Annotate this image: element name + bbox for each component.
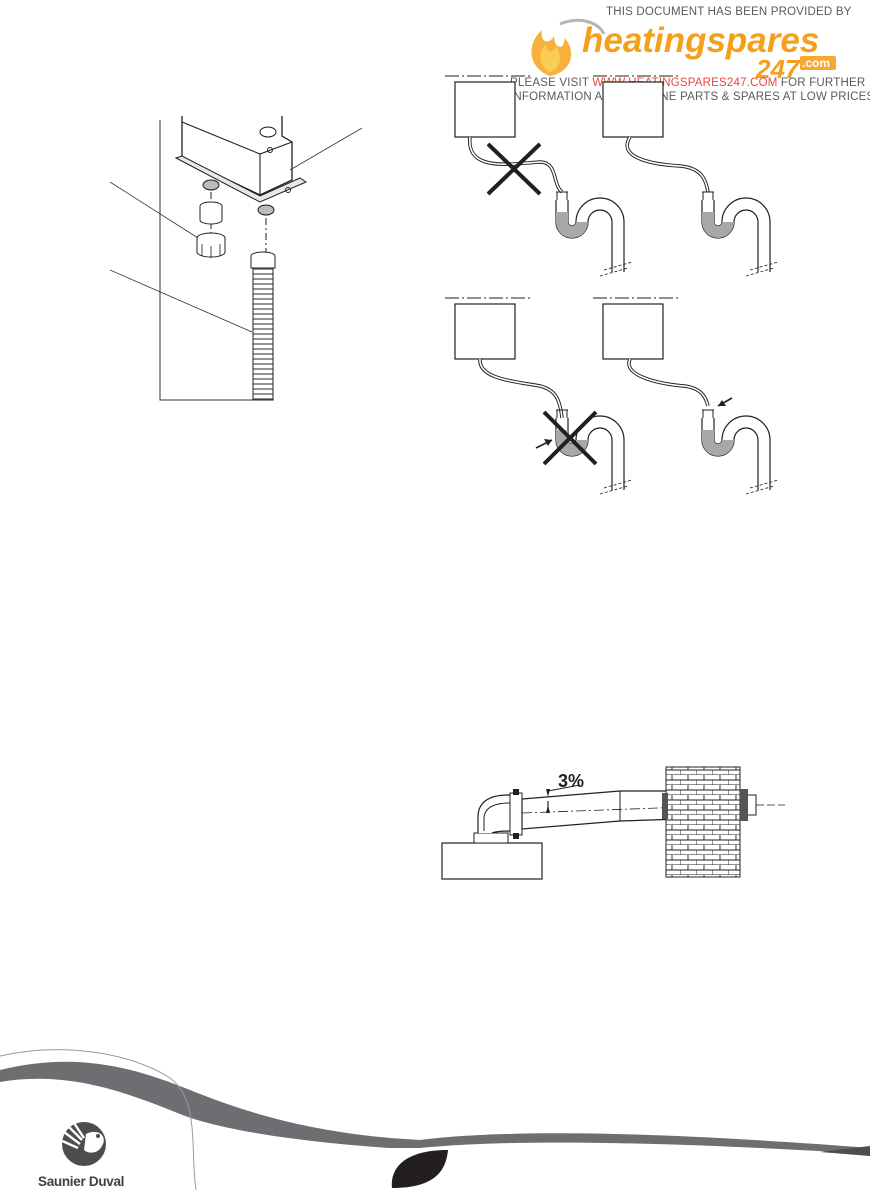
footer-swoosh bbox=[0, 1049, 870, 1191]
brand-name-text: heatingspares bbox=[582, 21, 819, 60]
slope-label: 3% bbox=[558, 771, 584, 791]
flue-slope-diagram: 3% bbox=[441, 766, 785, 880]
watermark-line-2-suffix: FOR FURTHER bbox=[780, 77, 866, 89]
boiler-outline bbox=[441, 842, 543, 880]
watermark-line-2-prefix: PLEASE VISIT bbox=[510, 77, 589, 89]
brand-suffix-text: .com bbox=[802, 56, 830, 70]
watermark-line-1: THIS DOCUMENT HAS BEEN PROVIDED BY bbox=[606, 6, 852, 18]
routing-panel-incorrect-insertion bbox=[444, 297, 633, 495]
routing-panel-correct-gap bbox=[592, 297, 779, 495]
watermark-line-3: INFORMATION AND GENUINE PARTS & SPARES A… bbox=[510, 91, 870, 103]
nut-part bbox=[196, 232, 226, 258]
cross-icon bbox=[542, 410, 598, 466]
saunier-duval-logo-icon bbox=[59, 1122, 106, 1166]
flame-icon bbox=[531, 18, 606, 76]
condensate-routing-diagram bbox=[444, 75, 779, 495]
page-number-badge bbox=[391, 1150, 448, 1188]
heatingspares-logo[interactable]: heatingspares 247 .com bbox=[520, 14, 850, 84]
plug-part bbox=[199, 201, 223, 225]
brick-wall bbox=[665, 766, 741, 878]
corrugated-hose bbox=[250, 251, 276, 401]
routing-panel-correct-slope bbox=[592, 75, 779, 277]
condensate-trap bbox=[174, 116, 308, 216]
condensate-hose-diagram bbox=[110, 116, 363, 401]
routing-panel-incorrect-loop bbox=[444, 75, 633, 277]
footer-logo-text: Saunier Duval bbox=[38, 1174, 125, 1189]
brand-number-text: 247 bbox=[755, 54, 801, 84]
cross-icon bbox=[486, 142, 542, 196]
